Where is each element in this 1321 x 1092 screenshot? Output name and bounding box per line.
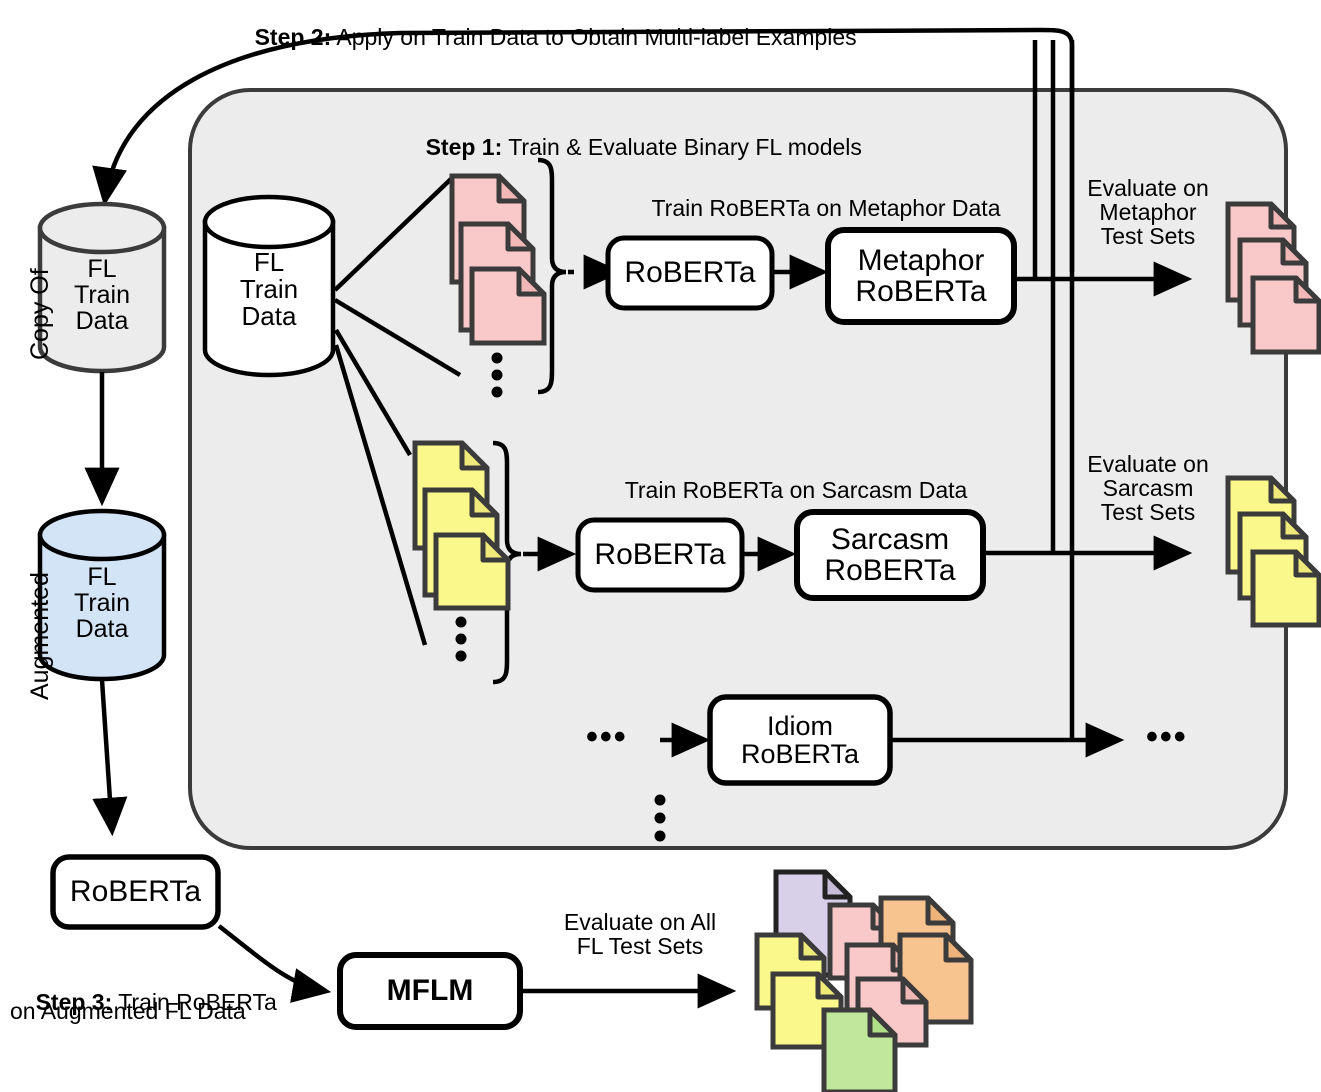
ellipsis-left-idiom: ••• xyxy=(586,718,628,756)
vertical-ellipsis-panel xyxy=(654,794,666,842)
box-metaphor-roberta xyxy=(825,227,1017,325)
step2-title-rest: Apply on Train Data to Obtain Multi-labe… xyxy=(331,23,857,50)
mflm-label: MFLM xyxy=(386,974,474,1008)
step2-feedback-arrow xyxy=(92,27,1075,272)
box-mflm xyxy=(337,952,523,1030)
ellipsis-right-idiom: ••• xyxy=(1146,718,1188,756)
sarcasm-train-caption: Train RoBERTa on Sarcasm Data xyxy=(624,477,968,503)
sarcasm-eval-caption: Evaluate on Sarcasm Test Sets xyxy=(1087,451,1209,526)
sarcasm-model-label: Sarcasm RoBERTa xyxy=(824,522,956,587)
doc-stack-metaphor-results xyxy=(1225,201,1321,355)
step3-title-line2: on Augmented FL Data xyxy=(10,998,246,1024)
sarcasm-base-model-label: RoBERTa xyxy=(594,538,726,572)
result-doc-green xyxy=(821,1007,898,1092)
box-idiom-roberta xyxy=(707,694,893,786)
step1-title-rest: Train & Evaluate Binary FL models xyxy=(502,133,862,160)
metaphor-model-label: Metaphor RoBERTa xyxy=(855,243,987,308)
arrow-augmented-to-roberta xyxy=(92,679,128,837)
arrow-roberta-to-mflm xyxy=(217,924,332,1003)
metaphor-base-model-label: RoBERTa xyxy=(624,256,756,290)
model-output-collector-lines xyxy=(1032,40,1075,740)
db-copy-label: FL Train Data xyxy=(73,254,131,336)
step1-title-bold: Step 1: xyxy=(425,133,503,160)
brace-sarcasm xyxy=(492,440,522,685)
bottom-roberta-label: RoBERTa xyxy=(69,875,202,909)
brace-metaphor xyxy=(537,157,567,395)
doc-stack-metaphor xyxy=(449,173,547,346)
all-eval-caption: Evaluate on All FL Test Sets xyxy=(563,909,717,960)
step3-title-rest: Train RoBERTa xyxy=(112,988,277,1015)
step3-title: Step 3: Train RoBERTa xyxy=(10,965,277,1039)
box-metaphor-base-roberta xyxy=(605,235,775,311)
step3-title-bold: Step 3: xyxy=(35,988,113,1015)
db-fanout-lines xyxy=(333,176,462,646)
db-augmented-label: FL Train Data xyxy=(73,562,131,644)
db-augmented-fl-train-data xyxy=(37,508,167,682)
box-sarcasm-roberta xyxy=(794,509,986,601)
box-sarcasm-base-roberta xyxy=(575,517,745,593)
box-bottom-roberta xyxy=(50,854,221,930)
db-copy-fl-train-data xyxy=(37,201,167,374)
db-fl-train-label: FL Train Data xyxy=(239,246,299,332)
db-fl-train-data xyxy=(202,194,336,378)
step1-title: Step 1: Train & Evaluate Binary FL model… xyxy=(400,110,862,184)
vertical-ellipsis-sarcasm xyxy=(455,616,467,662)
idiom-model-label: Idiom RoBERTa xyxy=(740,710,860,769)
metaphor-eval-caption: Evaluate on Metaphor Test Sets xyxy=(1087,175,1209,250)
doc-cluster-all-fl-results xyxy=(754,869,974,1092)
step2-title: Step 2: Apply on Train Data to Obtain Mu… xyxy=(229,0,857,74)
vertical-ellipsis-metaphor xyxy=(491,352,503,398)
step2-title-bold: Step 2: xyxy=(254,23,332,50)
metaphor-train-caption: Train RoBERTa on Metaphor Data xyxy=(651,195,1001,221)
doc-stack-sarcasm xyxy=(412,440,511,611)
doc-stack-sarcasm-results xyxy=(1225,475,1321,628)
